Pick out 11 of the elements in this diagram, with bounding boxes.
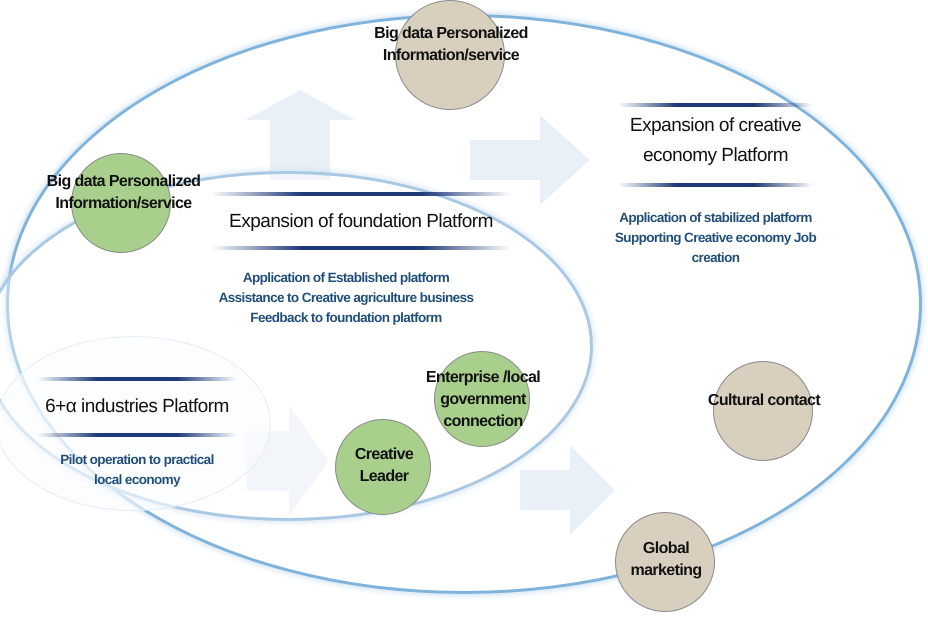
platform-description: Application of Established platform Assistance to Creative agriculture business Feedback to foundation platform: [218, 269, 474, 327]
circle-label: Creative Leader: [354, 445, 414, 487]
platform-heading: 6+α industries Platform: [44, 395, 230, 419]
platform-description: Application of stabilized platform Supporting Creative economy Job creation: [614, 209, 818, 267]
platform-description: Pilot operation to practical local economy: [59, 451, 215, 489]
platform-heading: Expansion of creative economy Platform: [628, 114, 802, 168]
platform-heading: Expansion of foundation Platform: [228, 210, 494, 234]
circle-label: Big data Personalized Information/service: [373, 24, 529, 66]
circle-label: Cultural contact: [706, 391, 822, 411]
block-arrow: [246, 406, 329, 516]
circle-label: Global marketing: [629, 539, 703, 581]
